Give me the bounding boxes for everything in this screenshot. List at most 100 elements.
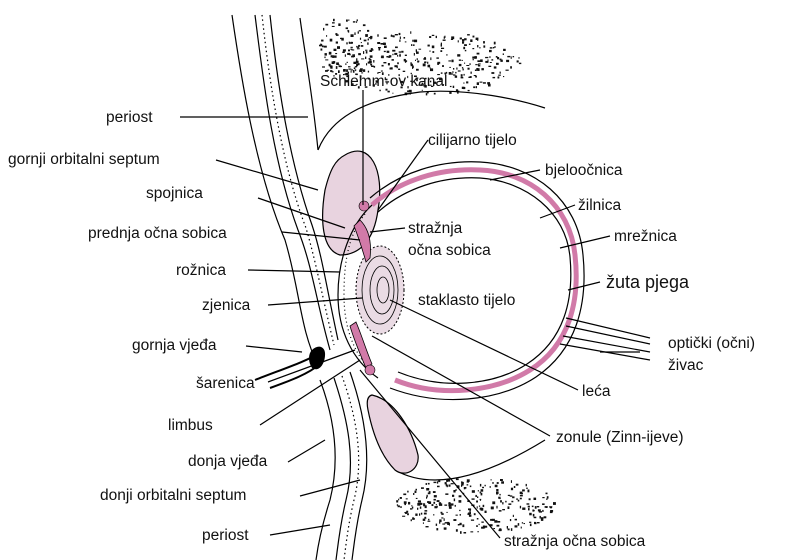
bone-stipple-dot <box>369 59 371 61</box>
bone-stipple-dot <box>456 479 459 481</box>
bone-stipple-dot <box>442 65 444 67</box>
bone-stipple-dot <box>507 56 510 57</box>
bone-stipple-dot <box>461 485 462 487</box>
bone-stipple-dot <box>521 527 522 529</box>
bone-stipple-dot <box>439 502 441 504</box>
bone-stipple-dot <box>334 49 337 51</box>
label-cornea: rožnica <box>176 262 226 279</box>
bone-stipple-dot <box>478 531 479 532</box>
label-macula: žuta pjega <box>606 272 690 292</box>
label-upper-orbital-septum: gornji orbitalni septum <box>8 151 160 168</box>
bone-stipple-dot <box>457 54 460 56</box>
bone-stipple-dot <box>483 45 485 47</box>
bone-stipple-dot <box>379 48 381 51</box>
bone-stipple-dot <box>365 34 368 37</box>
bone-stipple-dot <box>466 81 468 83</box>
bone-stipple-dot <box>374 66 376 68</box>
bone-stipple-dot <box>423 64 426 67</box>
bone-stipple-dot <box>446 512 447 513</box>
bone-stipple-dot <box>408 502 410 505</box>
bone-stipple-dot <box>371 66 374 68</box>
bone-stipple-dot <box>325 53 327 56</box>
bone-stipple-dot <box>462 67 463 68</box>
bone-stipple-dot <box>503 49 506 51</box>
bone-stipple-dot <box>517 60 519 62</box>
bone-stipple-dot <box>493 47 494 48</box>
bone-stipple-dot <box>524 523 526 524</box>
bone-stipple-dot <box>426 93 428 95</box>
bone-stipple-dot <box>397 62 399 64</box>
bone-stipple-dot <box>353 21 356 22</box>
bone-stipple-dot <box>390 68 392 70</box>
bone-stipple-dot <box>373 60 374 63</box>
bone-stipple-dot <box>355 66 357 67</box>
bone-stipple-dot <box>492 482 493 484</box>
bone-stipple-dot <box>515 519 517 521</box>
bone-stipple-dot <box>535 506 537 509</box>
bone-stipple-dot <box>441 513 443 515</box>
bone-stipple-dot <box>477 496 478 498</box>
bone-stipple-dot <box>421 487 424 489</box>
bone-stipple-dot <box>501 481 504 483</box>
bone-stipple-dot <box>479 524 480 525</box>
bone-stipple-dot <box>480 492 481 494</box>
bone-stipple-dot <box>467 514 470 515</box>
bone-stipple-dot <box>400 506 402 507</box>
bone-stipple-dot <box>495 485 498 488</box>
bone-stipple-dot <box>392 54 393 55</box>
bone-stipple-dot <box>449 485 451 487</box>
bone-stipple-dot <box>410 62 411 65</box>
bone-stipple-dot <box>520 506 521 509</box>
bone-stipple-dot <box>412 507 413 509</box>
bone-stipple-dot <box>399 40 400 42</box>
bone-stipple-dot <box>475 64 477 65</box>
bone-stipple-dot <box>449 72 452 75</box>
bone-stipple-dot <box>428 483 430 485</box>
bone-stipple-dot <box>462 41 464 43</box>
bone-stipple-dot <box>432 51 434 53</box>
bone-stipple-dot <box>363 51 364 54</box>
bone-stipple-dot <box>406 498 408 499</box>
bone-stipple-dot <box>443 40 446 41</box>
bone-stipple-dot <box>470 512 471 514</box>
bone-stipple-dot <box>462 60 463 61</box>
bone-stipple-dot <box>490 47 493 48</box>
bone-stipple-dot <box>452 60 454 63</box>
bone-stipple-dot <box>464 74 465 76</box>
bone-stipple-dot <box>429 51 430 52</box>
bone-stipple-dot <box>414 40 417 43</box>
bone-stipple-dot <box>475 495 477 497</box>
bone-stipple-dot <box>512 496 514 498</box>
bone-stipple-dot <box>510 66 512 68</box>
bone-stipple-dot <box>438 480 440 482</box>
bone-stipple-dot <box>453 86 455 88</box>
bone-stipple-dot <box>461 74 463 77</box>
label-conjunctiva: spojnica <box>146 185 203 202</box>
bone-stipple-dot <box>474 75 477 76</box>
bone-stipple-dot <box>420 503 423 505</box>
bone-stipple-dot <box>538 509 541 511</box>
bone-stipple-dot <box>455 505 456 507</box>
bone-stipple-dot <box>398 499 399 501</box>
bone-stipple-bottom <box>396 479 556 534</box>
bone-stipple-dot <box>537 506 539 507</box>
label-sclera: bjeloočnica <box>545 162 623 179</box>
bone-stipple-dot <box>356 58 357 61</box>
bone-stipple-dot <box>348 20 350 21</box>
bone-stipple-dot <box>388 91 390 93</box>
bone-stipple-dot <box>491 507 493 509</box>
bone-stipple-dot <box>526 488 528 489</box>
bone-stipple-dot <box>442 524 445 525</box>
bone-stipple-dot <box>426 483 427 485</box>
bone-stipple-dot <box>459 60 461 61</box>
bone-stipple-dot <box>494 66 497 68</box>
bone-stipple-dot <box>347 30 348 32</box>
bone-stipple-dot <box>460 38 462 40</box>
bone-stipple-dot <box>542 503 545 505</box>
label-periost-top: periost <box>106 109 153 126</box>
bone-stipple-dot <box>497 525 500 527</box>
bone-stipple-dot <box>445 493 448 495</box>
label-anterior-chamber: prednja očna sobica <box>88 225 227 242</box>
bone-stipple-dot <box>463 69 464 71</box>
bone-stipple-dot <box>359 30 361 31</box>
